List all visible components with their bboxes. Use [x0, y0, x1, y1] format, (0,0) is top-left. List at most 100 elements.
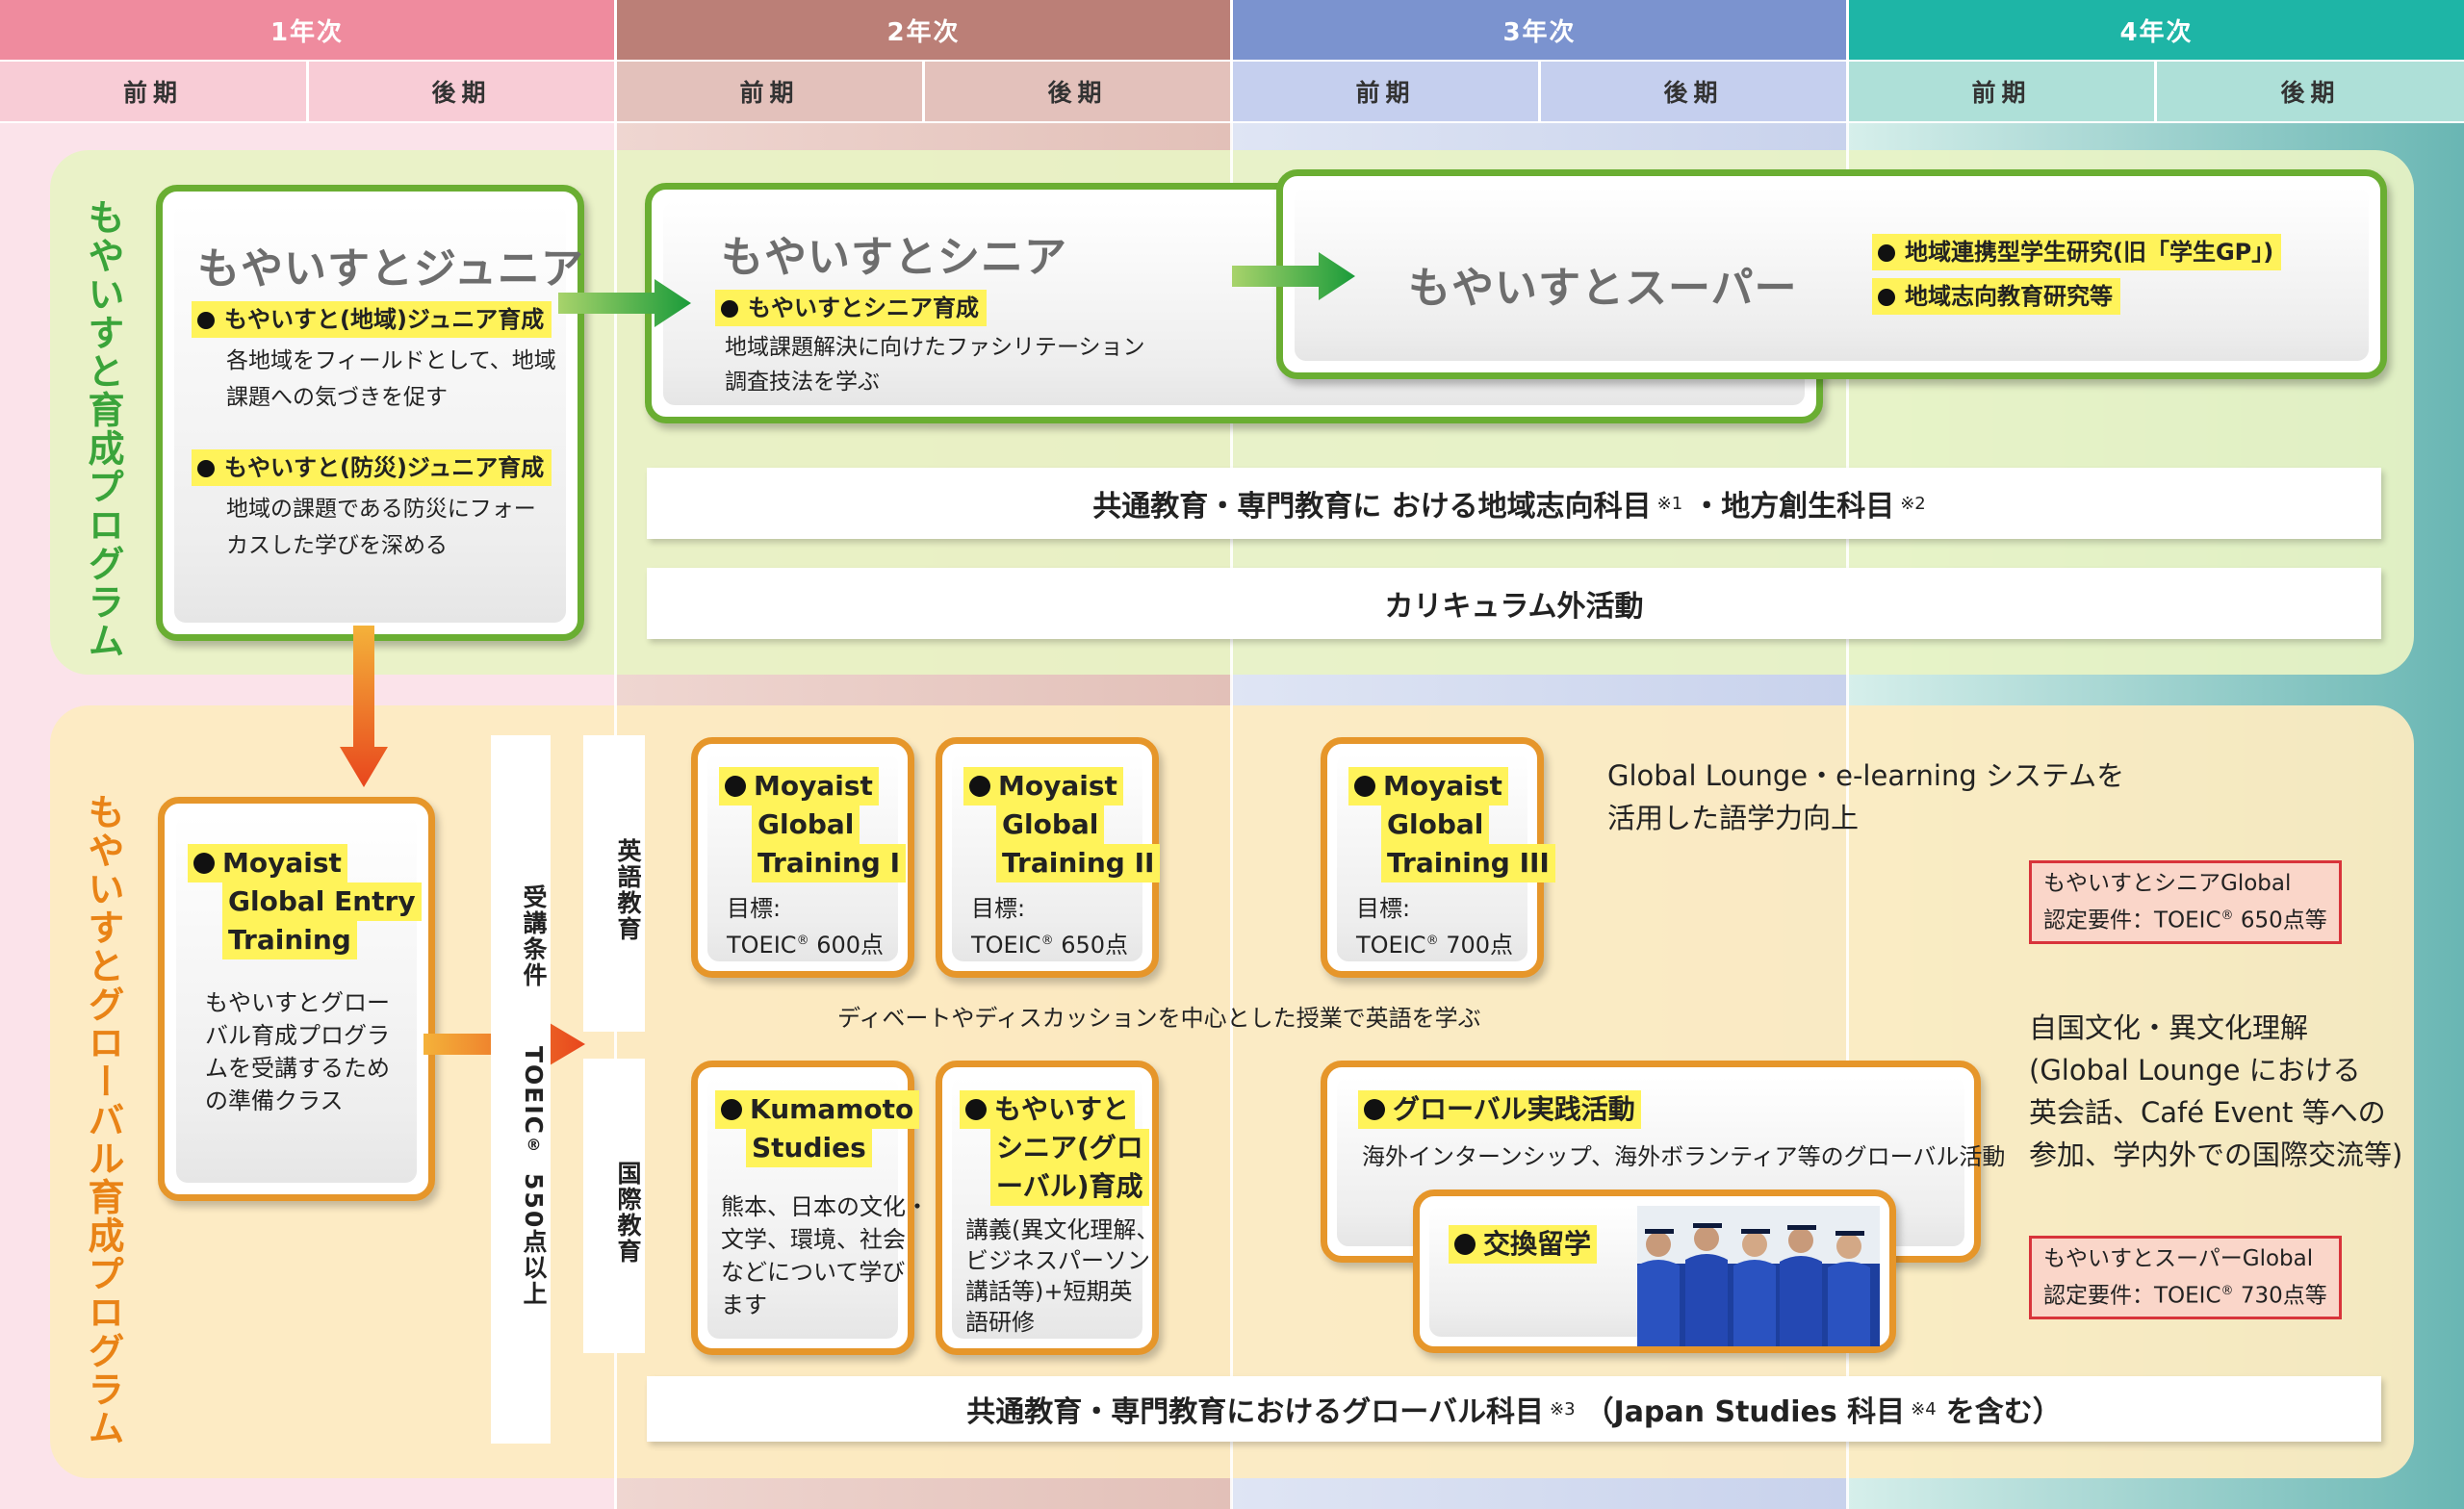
training1-label3: Training I: [752, 844, 906, 882]
exchange-label: 交換留学: [1449, 1225, 1598, 1264]
senior-desc2: 調査技法を学ぶ: [725, 370, 880, 395]
super-item2: 地域志向教育研究等: [1872, 278, 2120, 315]
year2-second-term: 後期: [925, 62, 1230, 121]
training3-score: TOEIC® 700点: [1356, 932, 1514, 959]
year1-first-term: 前期: [0, 62, 306, 121]
year3-first-term: 前期: [1233, 62, 1538, 121]
training1-label2: Global: [752, 806, 860, 844]
super-global-requirement: もやいすとスーパーGlobal 認定要件：TOEIC® 730点等: [2029, 1236, 2342, 1319]
culture-text4: 参加、学内外での国際交流等): [2029, 1138, 2403, 1171]
training3-label2: Global: [1381, 806, 1490, 844]
senior-global-dev-desc2: ビジネスパーソン: [965, 1247, 1150, 1274]
training1-label1: Moyaist: [719, 767, 879, 806]
international-education-label: 国際教育: [583, 1059, 645, 1353]
junior-title: もやいすとジュニア: [197, 244, 584, 294]
bullet-icon: [1454, 1234, 1476, 1255]
extracurricular-bar: カリキュラム外活動: [647, 568, 2381, 639]
lounge-text1: Global Lounge・e-learning システムを: [1607, 759, 2125, 792]
bullet-icon: [1878, 244, 1895, 262]
training1-goal: 目標:: [727, 895, 782, 922]
training1-card: Moyaist Global Training I 目標: TOEIC® 600…: [691, 737, 914, 978]
junior-disaster-label: もやいすと(防災)ジュニア育成: [192, 449, 552, 486]
entry-desc3: ムを受講するため: [205, 1055, 390, 1082]
entry-desc1: もやいすとグロー: [205, 989, 390, 1016]
training3-goal: 目標:: [1356, 895, 1411, 922]
super-item1: 地域連携型学生研究(旧「学生GP」): [1872, 234, 2282, 270]
bullet-icon: [197, 460, 215, 477]
english-education-label: 英語教育: [583, 735, 645, 1032]
bullet-icon: [969, 776, 990, 797]
training2-label1: Moyaist: [963, 767, 1123, 806]
training2-label2: Global: [996, 806, 1105, 844]
bullet-icon: [721, 300, 738, 318]
training1-score: TOEIC® 600点: [727, 932, 885, 959]
junior-regional-label: もやいすと(地域)ジュニア育成: [192, 301, 552, 338]
entry-desc4: の準備クラス: [205, 1087, 344, 1114]
year2-header: 2年次: [617, 0, 1230, 60]
entry-label1: Moyaist: [188, 844, 347, 882]
bullet-icon: [725, 776, 746, 797]
senior-global-requirement: もやいすとシニアGlobal 認定要件：TOEIC® 650点等: [2029, 860, 2342, 944]
culture-text2: (Global Lounge における: [2029, 1054, 2361, 1087]
graduates-photo: [1637, 1206, 1880, 1346]
moyaisuto-program-title: もやいすと育成プログラム: [82, 198, 124, 660]
year3-divider: [1846, 123, 1849, 1509]
global-entry-box: Moyaist Global Entry Training もやいすとグロー バ…: [158, 797, 435, 1201]
training3-card: Moyaist Global Training III 目標: TOEIC® 7…: [1321, 737, 1555, 978]
junior-regional-desc2: 課題への気づきを促す: [226, 385, 448, 410]
senior-dev-label: もやいすとシニア育成: [715, 290, 987, 326]
bullet-icon: [193, 853, 215, 874]
kumamoto-desc2: 文学、環境、社会: [721, 1226, 906, 1253]
training2-score: TOEIC® 650点: [971, 932, 1129, 959]
bullet-icon: [1354, 776, 1375, 797]
bullet-icon: [197, 312, 215, 329]
training2-label3: Training II: [996, 844, 1161, 882]
junior-disaster-desc1: 地域の課題である防災にフォー: [226, 497, 536, 522]
kumamoto-studies-card: Kumamoto Studies 熊本、日本の文化・ 文学、環境、社会 などにつ…: [691, 1061, 929, 1355]
training3-label1: Moyaist: [1348, 767, 1508, 806]
kumamoto-desc1: 熊本、日本の文化・: [721, 1193, 929, 1220]
debate-text: ディベートやディスカッションを中心とした授業で英語を学ぶ: [837, 1005, 1481, 1032]
kumamoto-label2: Studies: [746, 1129, 872, 1167]
bullet-icon: [965, 1099, 987, 1120]
bullet-icon: [721, 1099, 742, 1120]
condition-value: TOEIC®550点以上: [520, 1046, 548, 1308]
super-box: もやいすとスーパー 地域連携型学生研究(旧「学生GP」) 地域志向教育研究等: [1276, 169, 2387, 379]
year2-divider: [1230, 123, 1233, 1509]
global-practice-label: グローバル実践活動: [1358, 1090, 1641, 1129]
senior-to-super-arrow-icon: [1232, 252, 1355, 300]
junior-box: もやいすとジュニア もやいすと(地域)ジュニア育成 各地域をフィールドとして、地…: [156, 185, 584, 641]
bullet-icon: [1364, 1099, 1385, 1120]
senior-global-dev-label1: もやいすと: [960, 1090, 1136, 1129]
culture-text1: 自国文化・異文化理解: [2029, 1011, 2309, 1044]
condition-label: 受講条件: [520, 884, 548, 989]
exchange-box: 交換留学: [1413, 1189, 1896, 1353]
regional-subjects-bar: 共通教育・専門教育に おける地域志向科目※1・地方創生科目※2: [647, 468, 2381, 539]
training2-card: Moyaist Global Training II 目標: TOEIC® 65…: [936, 737, 1161, 978]
year4-header: 4年次: [1849, 0, 2464, 60]
senior-global-dev-card: もやいすと シニア(グロ ーバル)育成 講義(異文化理解、 ビジネスパーソン 講…: [936, 1061, 1159, 1355]
senior-global-dev-label2: シニア(グロ: [990, 1129, 1149, 1167]
junior-to-senior-arrow-icon: [558, 279, 691, 327]
year3-header: 3年次: [1233, 0, 1846, 60]
training2-goal: 目標:: [971, 895, 1026, 922]
kumamoto-label1: Kumamoto: [715, 1090, 920, 1129]
year3-second-term: 後期: [1541, 62, 1846, 121]
kumamoto-desc3: などについて学び: [721, 1259, 906, 1286]
senior-global-dev-desc1: 講義(異文化理解、: [965, 1216, 1160, 1243]
entry-desc2: バル育成プログラ: [205, 1022, 390, 1049]
year1-header: 1年次: [0, 0, 614, 60]
training3-label3: Training III: [1381, 844, 1555, 882]
senior-global-dev-desc4: 語研修: [965, 1309, 1035, 1336]
entry-label2: Global Entry: [222, 882, 422, 921]
global-program-title: もやいすとグローバル育成プログラム: [82, 793, 124, 1447]
junior-disaster-desc2: カスした学びを深める: [226, 533, 448, 558]
senior-global-dev-desc3: 講話等)+短期英: [965, 1278, 1133, 1305]
year1-second-term: 後期: [309, 62, 614, 121]
super-title: もやいすとスーパー: [1408, 264, 1798, 313]
year4-first-term: 前期: [1849, 62, 2154, 121]
global-subjects-bar: 共通教育・専門教育におけるグローバル科目※3（Japan Studies 科目※…: [647, 1376, 2381, 1442]
entry-label3: Training: [222, 921, 357, 959]
kumamoto-desc4: ます: [721, 1292, 767, 1318]
global-practice-desc: 海外インターンシップ、海外ボランティア等のグローバル活動: [1362, 1143, 2006, 1170]
